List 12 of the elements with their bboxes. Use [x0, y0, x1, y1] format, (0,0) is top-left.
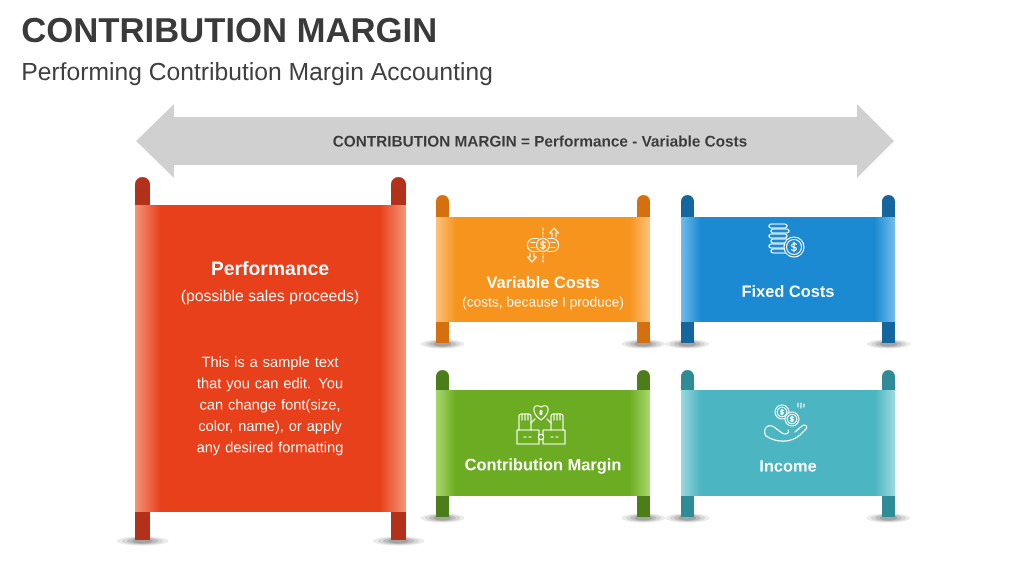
banner-subtitle: (possible sales proceeds) [181, 289, 359, 305]
banner-title: Performance [212, 260, 329, 276]
banner-title: Contribution Margin [465, 458, 621, 474]
subtitle: Performing Contribution Margin Accounting [23, 62, 492, 86]
banner-title: Variable Costs [486, 276, 599, 289]
banner-title: Fixed Costs [742, 285, 834, 298]
formula-text: CONTRIBUTION MARGIN = Performance - Variable Costs [333, 135, 747, 147]
banner-subtitle: (costs, because I produce) [462, 296, 624, 310]
body-text: This is a sample text that you can edit. You can change font(size, color, name), or apply any desired formatting [197, 356, 343, 456]
title: CONTRIBUTION MARGIN [22, 17, 435, 43]
double-arrow [136, 104, 894, 178]
banner-title: Income [760, 460, 817, 472]
